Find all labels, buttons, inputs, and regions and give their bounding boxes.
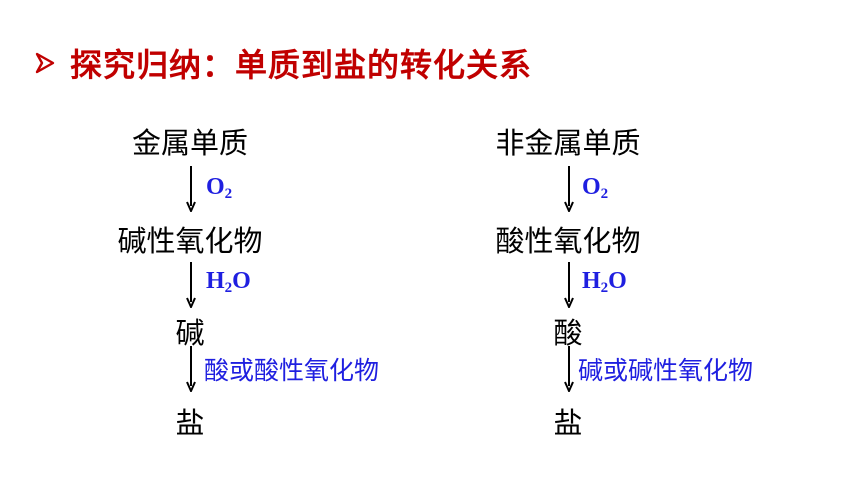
reagent-h2o-left: H2O [206, 268, 251, 296]
reagent-o2-left: O2 [206, 174, 233, 202]
reagent-h2o-right: H2O [582, 268, 627, 296]
reagent-base-or-basic-oxide: 碱或碱性氧化物 [578, 356, 754, 385]
down-arrow-icon [564, 262, 574, 308]
down-arrow-icon [186, 346, 196, 392]
node-salt-right: 盐 [553, 406, 583, 440]
node-acidic-oxide: 酸性氧化物 [495, 224, 641, 258]
reagent-acid-or-acidic-oxide: 酸或酸性氧化物 [204, 356, 380, 385]
node-basic-oxide: 碱性氧化物 [117, 224, 263, 258]
down-arrow-icon [186, 262, 196, 308]
arrow-bullet-icon [35, 52, 55, 74]
node-salt-left: 盐 [175, 406, 205, 440]
node-metal-element: 金属单质 [131, 126, 249, 160]
node-nonmetal-element: 非金属单质 [495, 126, 641, 160]
down-arrow-icon [186, 166, 196, 212]
reagent-o2-right: O2 [582, 174, 609, 202]
heading-title: 探究归纳：单质到盐的转化关系 [70, 46, 533, 84]
down-arrow-icon [564, 346, 574, 392]
node-base: 碱 [175, 316, 205, 350]
node-acid: 酸 [553, 316, 583, 350]
section-heading: 探究归纳：单质到盐的转化关系 [34, 38, 532, 88]
down-arrow-icon [564, 166, 574, 212]
